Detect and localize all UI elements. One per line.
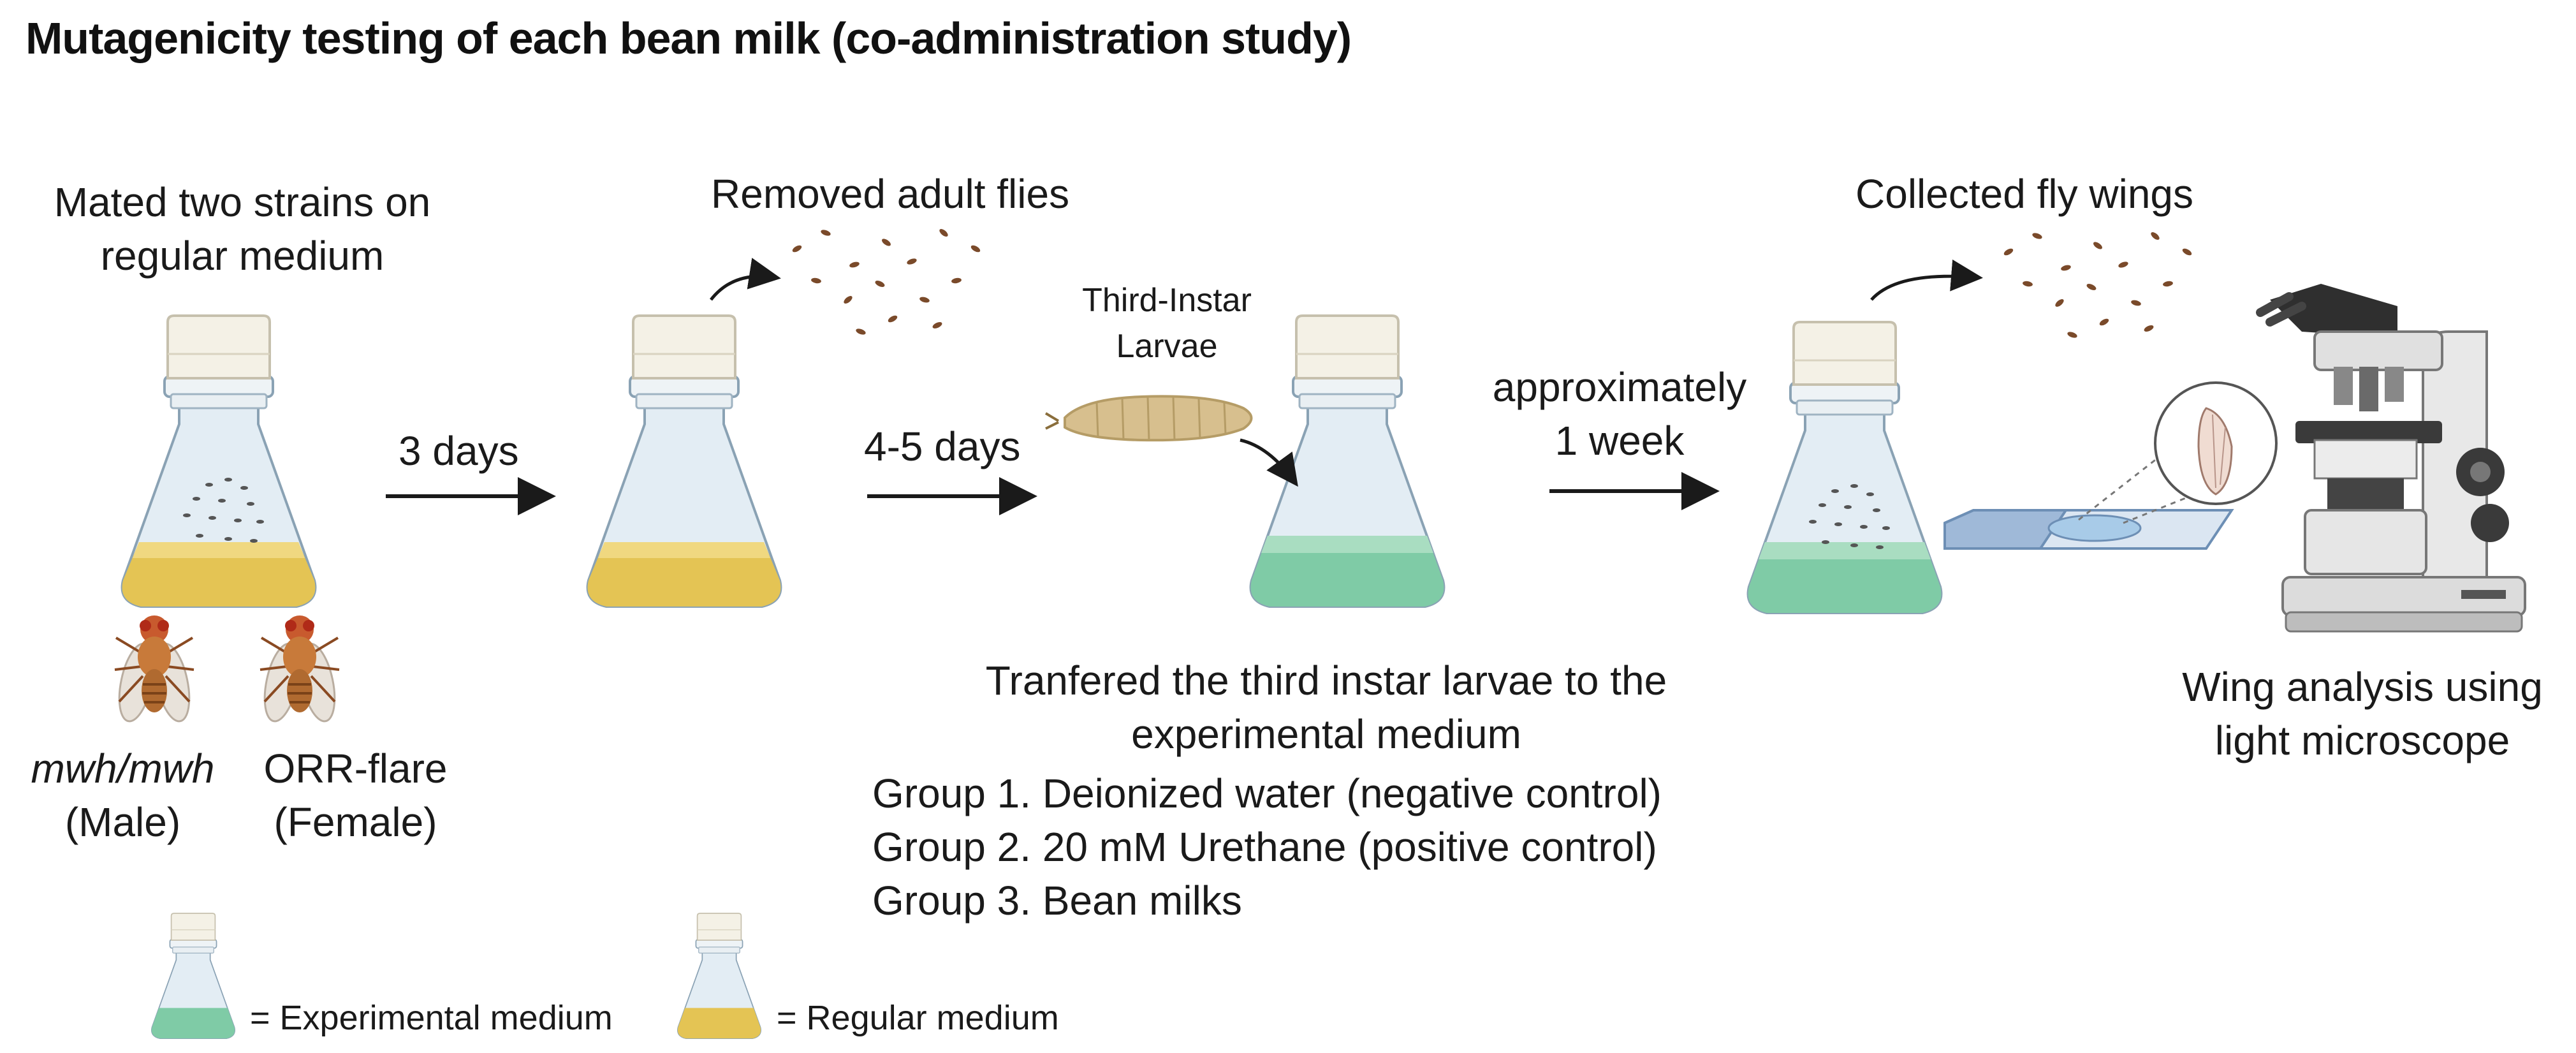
- legend-regular-flask: [677, 913, 761, 1039]
- arrow-label-1-week: approximately 1 week: [1460, 360, 1779, 468]
- male-strain-label: mwh/mwh (Male): [0, 742, 245, 849]
- group-3: Group 3. Bean milks: [872, 878, 1242, 924]
- microscope-slide: [1943, 439, 2234, 550]
- fly-female-icon: [257, 614, 342, 726]
- collected-wings-label: Collected fly wings: [1855, 171, 2193, 217]
- magnified-wing-icon: [2154, 381, 2278, 505]
- flask-removed-regular-medium: [586, 314, 782, 608]
- curved-arrow-wings-out: [1870, 259, 1983, 301]
- larvae-label: Third-Instar Larvae: [1027, 277, 1307, 369]
- legend-regular-label: = Regular medium: [777, 999, 1059, 1037]
- removed-flies-label: Removed adult flies: [711, 171, 1070, 217]
- male-genotype: mwh/mwh: [31, 746, 215, 792]
- arrow-label-4-5-days: 4-5 days: [864, 423, 1021, 469]
- female-strain-label: ORR-flare (Female): [245, 742, 465, 849]
- mating-label-line-2: regular medium: [100, 233, 384, 279]
- curved-arrow-flies-out: [710, 258, 781, 301]
- larva-icon: [1044, 395, 1253, 442]
- flask-experimental-medium: [1249, 314, 1445, 608]
- scattered-fly-wings: [2003, 230, 2193, 339]
- wing-analysis-label: Wing analysis using light microscope: [2155, 660, 2570, 767]
- larvae-label-line-2: Larvae: [1116, 328, 1218, 365]
- transfer-heading-line-2: experimental medium: [1131, 711, 1521, 757]
- scattered-flies-removed: [791, 227, 981, 336]
- arrow-label-3-days: 3 days: [399, 428, 519, 474]
- transfer-heading-line-1: Tranfered the third instar larvae to the: [985, 658, 1667, 703]
- wing-analysis-label-line-2: light microscope: [2214, 718, 2510, 763]
- group-2: Group 2. 20 mM Urethane (positive contro…: [872, 824, 1657, 870]
- male-sex: (Male): [64, 799, 181, 845]
- light-microscope-icon: [2256, 284, 2526, 633]
- arrow-label-1-week-line-1: approximately: [1492, 364, 1747, 410]
- wing-analysis-label-line-1: Wing analysis using: [2182, 664, 2543, 710]
- legend-experimental-label: = Experimental medium: [250, 999, 613, 1037]
- arrow-label-1-week-line-2: 1 week: [1555, 418, 1685, 464]
- fly-male-icon: [112, 614, 197, 726]
- female-genotype: ORR-flare: [263, 746, 448, 792]
- group-list: Group 1. Deionized water (negative contr…: [872, 767, 1662, 927]
- mating-label: Mated two strains on regular medium: [19, 175, 465, 283]
- mating-label-line-1: Mated two strains on: [54, 179, 431, 225]
- page-title: Mutagenicity testing of each bean milk (…: [26, 13, 1352, 63]
- legend-experimental-flask: [151, 913, 235, 1039]
- female-sex: (Female): [274, 799, 437, 845]
- flask-collected-experimental: [1746, 321, 1943, 614]
- larvae-label-line-1: Third-Instar: [1082, 282, 1252, 319]
- curved-arrow-larvae-in: [1240, 438, 1298, 487]
- group-1: Group 1. Deionized water (negative contr…: [872, 770, 1662, 816]
- flask-mating-regular-medium: [121, 314, 317, 608]
- transfer-heading: Tranfered the third instar larvae to the…: [893, 654, 1760, 761]
